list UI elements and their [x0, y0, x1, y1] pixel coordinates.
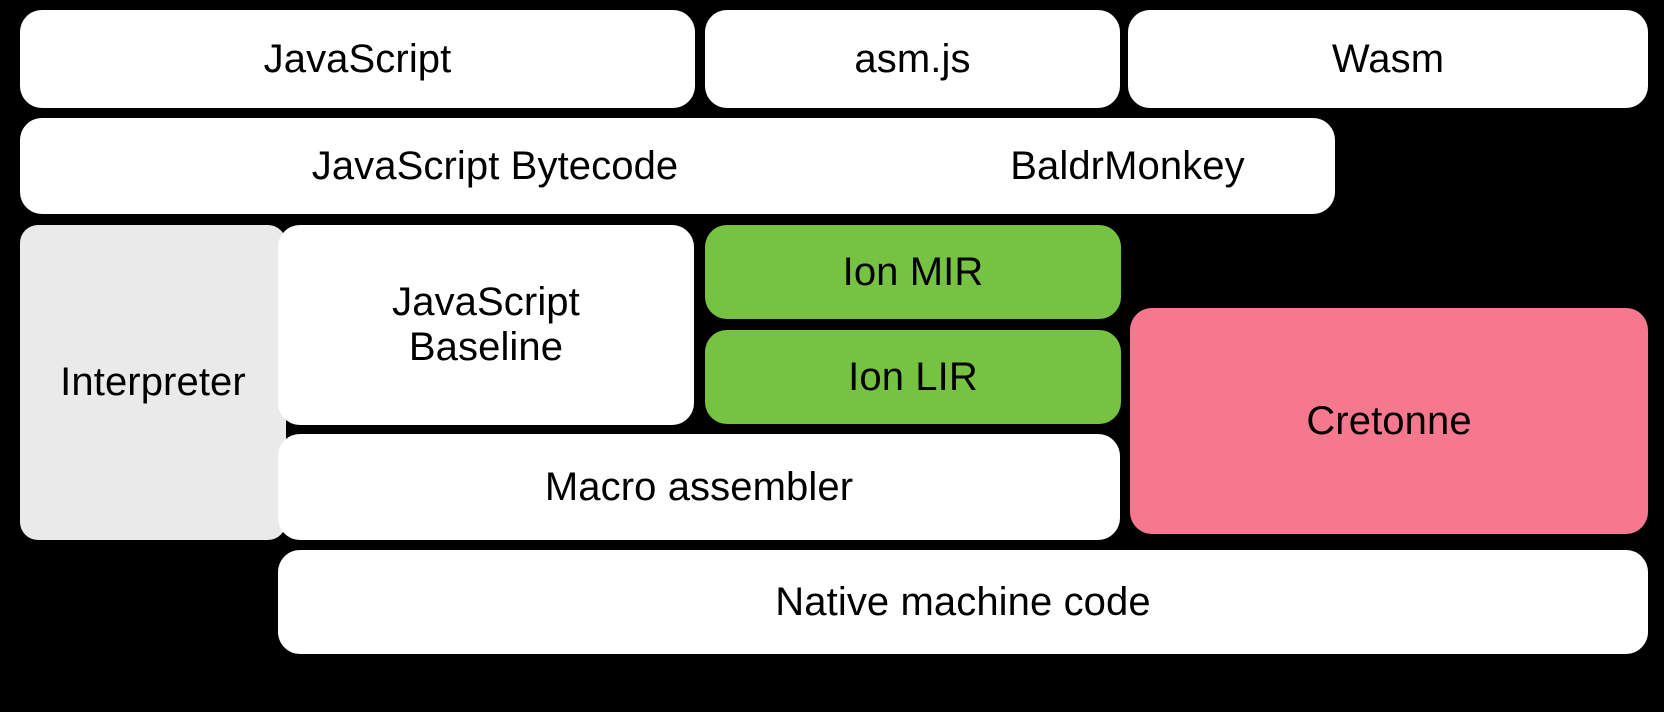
node-javascript-bytecode[interactable]: JavaScript Bytecode — [20, 118, 970, 214]
node-macro-assembler[interactable]: Macro assembler — [278, 434, 1120, 540]
node-native-machine-code[interactable]: Native machine code — [278, 550, 1648, 654]
node-ion-lir[interactable]: Ion LIR — [705, 330, 1121, 424]
node-wasm[interactable]: Wasm — [1128, 10, 1648, 108]
node-cretonne[interactable]: Cretonne — [1130, 308, 1648, 534]
node-asm-js[interactable]: asm.js — [705, 10, 1120, 108]
node-baldrmonkey[interactable]: BaldrMonkey — [920, 118, 1335, 214]
node-ion-mir[interactable]: Ion MIR — [705, 225, 1121, 319]
node-javascript[interactable]: JavaScript — [20, 10, 695, 108]
node-javascript-baseline[interactable]: JavaScript Baseline — [278, 225, 694, 425]
node-interpreter[interactable]: Interpreter — [20, 225, 286, 540]
